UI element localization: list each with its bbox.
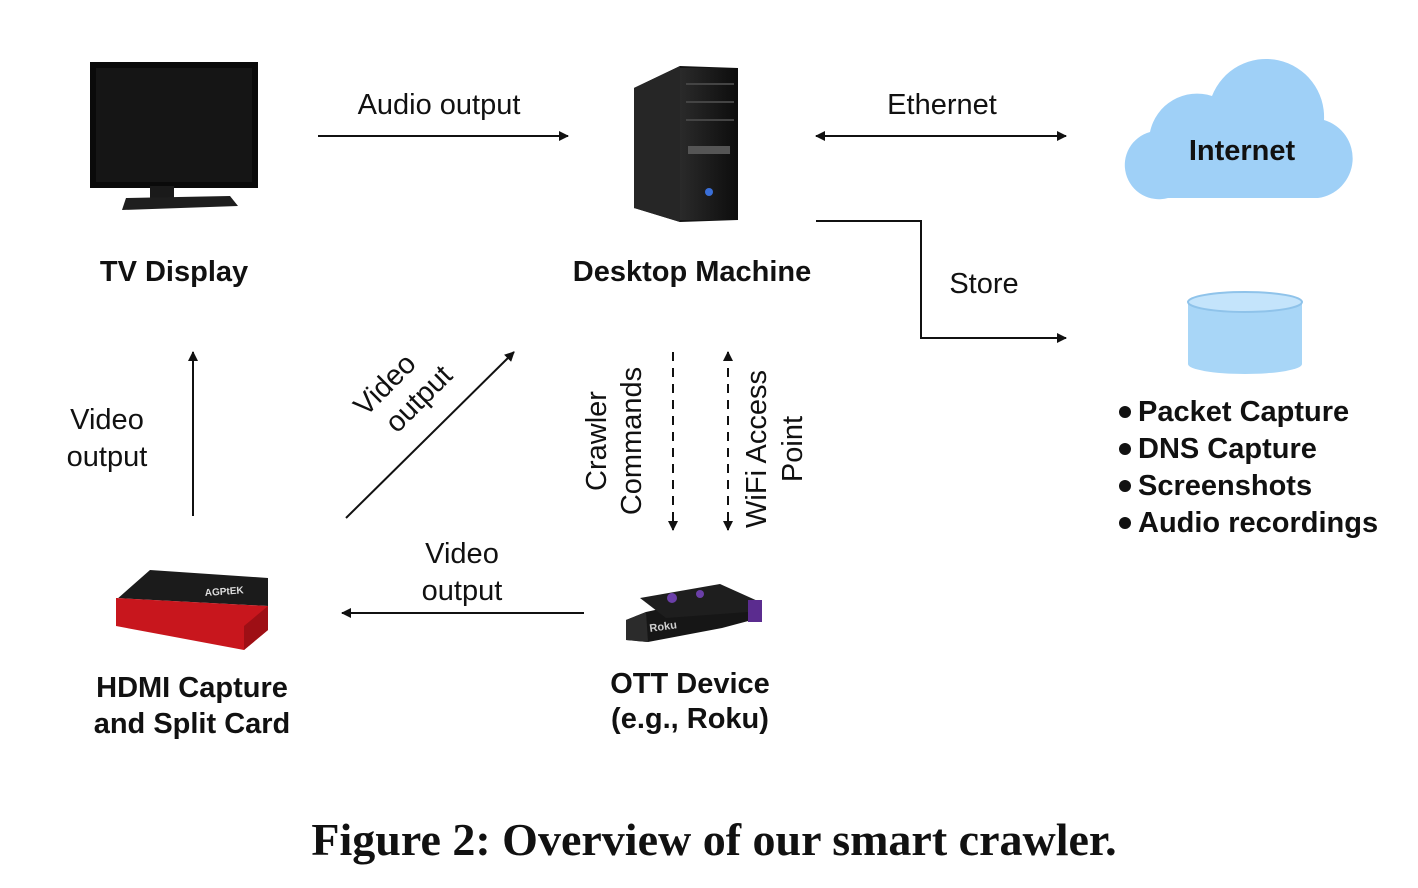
storage-item: Audio recordings — [1138, 507, 1378, 539]
tv-display-icon — [90, 62, 258, 210]
wifi-access-point-label: Point — [777, 416, 809, 482]
internet-label: Internet — [1189, 135, 1296, 167]
desktop-machine-label: Desktop Machine — [573, 256, 812, 288]
roku-brand-text: Roku — [649, 619, 678, 635]
internet-cloud-icon — [1124, 58, 1353, 200]
crawler-commands-label: Commands — [616, 367, 648, 515]
crawler-commands-label: Crawler — [581, 391, 613, 491]
storage-item: Packet Capture — [1138, 396, 1349, 428]
hdmi-capture-label: and Split Card — [94, 708, 291, 740]
storage-list: Packet Capture DNS Capture Screenshots A… — [1119, 396, 1378, 539]
desktop-tower-icon — [634, 66, 738, 222]
hdmi-capture-card-icon: AGPtEK — [116, 570, 268, 650]
roku-device-icon: Roku — [626, 584, 762, 642]
storage-item: Screenshots — [1138, 470, 1312, 502]
video-output-diagonal-label: Video output — [348, 348, 459, 439]
storage-item: DNS Capture — [1138, 433, 1317, 465]
wifi-access-point-label: WiFi Access — [741, 370, 773, 528]
ethernet-label: Ethernet — [887, 89, 997, 121]
store-arrow — [816, 220, 1067, 343]
video-output-label: Video — [425, 538, 499, 570]
ott-device-label: OTT Device — [610, 668, 770, 700]
video-output-label: output — [67, 441, 148, 473]
video-output-diagonal-arrow — [345, 351, 515, 519]
hdmi-capture-label: HDMI Capture — [96, 672, 288, 704]
video-output-label: Video — [70, 404, 144, 436]
tv-display-label: TV Display — [100, 256, 248, 288]
audio-output-label: Audio output — [358, 89, 521, 121]
database-icon — [1187, 291, 1303, 374]
figure-caption: Figure 2: Overview of our smart crawler. — [311, 814, 1116, 865]
store-label: Store — [949, 268, 1018, 300]
capture-brand-text: AGPtEK — [204, 585, 244, 599]
video-output-label: output — [422, 575, 503, 607]
ott-device-label: (e.g., Roku) — [611, 703, 769, 735]
